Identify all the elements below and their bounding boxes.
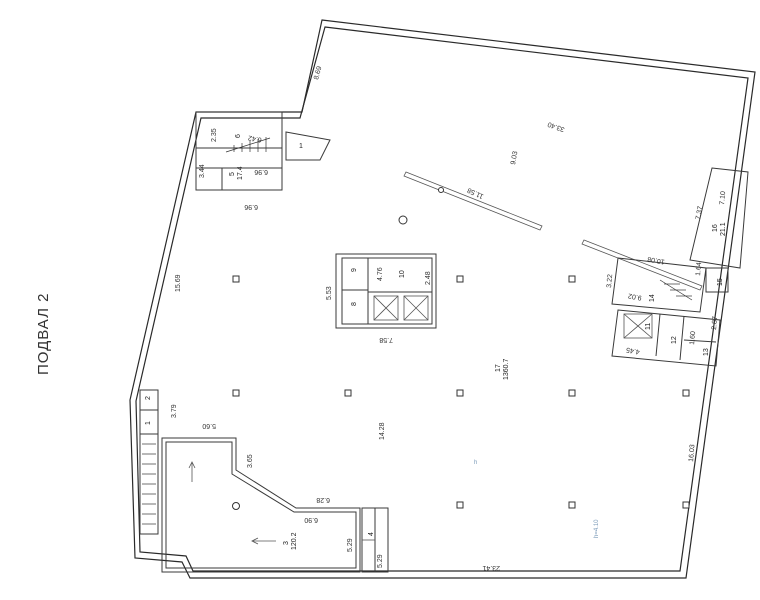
dim-right-long: 16.03 (688, 444, 697, 462)
dim-stair-right-b: 1.64 (695, 262, 703, 276)
upper-left-rooms (195, 111, 331, 191)
dim-core-bottom: 7.58 (379, 336, 393, 343)
outer-wall (129, 19, 756, 579)
column (456, 501, 464, 509)
column (456, 389, 464, 397)
column (232, 389, 240, 397)
room-9: 9 (351, 268, 358, 272)
dimension-labels: 33.40 8.69 2.35 6.42 3.44 6.96 6.96 15.6… (171, 65, 727, 571)
room-16-area: 21.1 (720, 222, 727, 236)
room-12: 12 (671, 336, 678, 344)
room-3 (161, 437, 389, 573)
dim-left-low-b: 5.60 (202, 422, 216, 429)
dim-room4-small: 5.29 (377, 554, 384, 568)
dim-room3-inner: 6.90 (304, 516, 318, 523)
column (456, 275, 464, 283)
note-h: h (474, 460, 477, 466)
room-1-left: 1 (145, 421, 152, 425)
column (568, 501, 576, 509)
room-1-top: 1 (299, 143, 303, 150)
dim-right-stub: 3.22 (606, 274, 614, 288)
floor-title: ПОДВАЛ 2 (35, 293, 52, 375)
column (682, 501, 690, 509)
dim-right-corr: 4.45 (626, 346, 641, 355)
dim-right-low-b: 1.60 (689, 331, 697, 345)
diagonal-beams (403, 171, 703, 291)
dim-small-a: 2.35 (211, 128, 218, 142)
dim-left-low-a: 3.79 (171, 404, 178, 418)
stairs-left (142, 443, 156, 525)
round-column (398, 215, 408, 225)
room-3-area: 120.2 (291, 532, 298, 550)
room-5-area: 17.4 (237, 166, 244, 180)
column (232, 275, 240, 283)
round-column (232, 502, 240, 510)
column (682, 389, 690, 397)
dim-small-c: 3.44 (199, 164, 206, 178)
room-14: 14 (649, 294, 656, 302)
dim-center-top: 9.03 (510, 151, 519, 166)
room-15: 15 (717, 278, 724, 286)
stairs-right (659, 279, 693, 301)
dim-right-room-w: 7.10 (719, 191, 727, 205)
dim-right-room-h: 7.37 (695, 206, 704, 221)
room-11: 11 (645, 323, 652, 330)
left-rooms (139, 389, 159, 535)
room-labels: 1 2 1 3 120.2 4 5 17.4 6 8 9 10 11 12 13… (145, 134, 727, 550)
room-3: 3 (283, 541, 290, 545)
dim-room4-h: 5.29 (347, 538, 354, 552)
room-4: 4 (368, 532, 375, 536)
stairs-upper-left (225, 137, 271, 153)
dim-core-inner-w: 4.76 (377, 267, 384, 281)
notes: h=4.10 h (474, 460, 600, 538)
room-2: 2 (145, 396, 152, 400)
dim-room3-side: 3.65 (247, 454, 254, 468)
dim-top-diag: 33.40 (547, 120, 566, 133)
right-rooms (611, 167, 749, 367)
room-5: 5 (229, 172, 236, 176)
dim-small-b: 6.42 (248, 134, 263, 143)
room-8: 8 (351, 302, 358, 306)
dim-small-d: 6.96 (254, 168, 268, 175)
room-10: 10 (399, 270, 406, 278)
dim-bottom: 23.41 (482, 564, 500, 571)
column (568, 275, 576, 283)
central-core (335, 253, 437, 329)
dim-core-left: 5.53 (326, 286, 333, 300)
column (568, 389, 576, 397)
dim-top-left-vertical: 8.69 (313, 65, 323, 80)
dim-core-inner-h: 2.48 (425, 271, 432, 285)
column (344, 389, 352, 397)
dim-left-side: 15.69 (175, 274, 182, 292)
room-13: 13 (703, 348, 710, 356)
dim-right-low: 2.87 (711, 316, 719, 330)
room-16: 16 (712, 224, 719, 232)
dim-left-upper: 6.96 (244, 203, 258, 210)
room-17-area: 1360.7 (503, 358, 510, 380)
columns (232, 215, 690, 510)
dim-right-mid: 10.08 (647, 255, 666, 265)
dim-stair-right: 9.02 (628, 292, 643, 301)
room-6: 6 (235, 134, 242, 138)
dim-center-mid: 14.28 (379, 422, 386, 440)
note-height: h=4.10 (594, 519, 600, 538)
dim-room3-top: 6.28 (316, 496, 330, 503)
room-17: 17 (495, 364, 502, 372)
